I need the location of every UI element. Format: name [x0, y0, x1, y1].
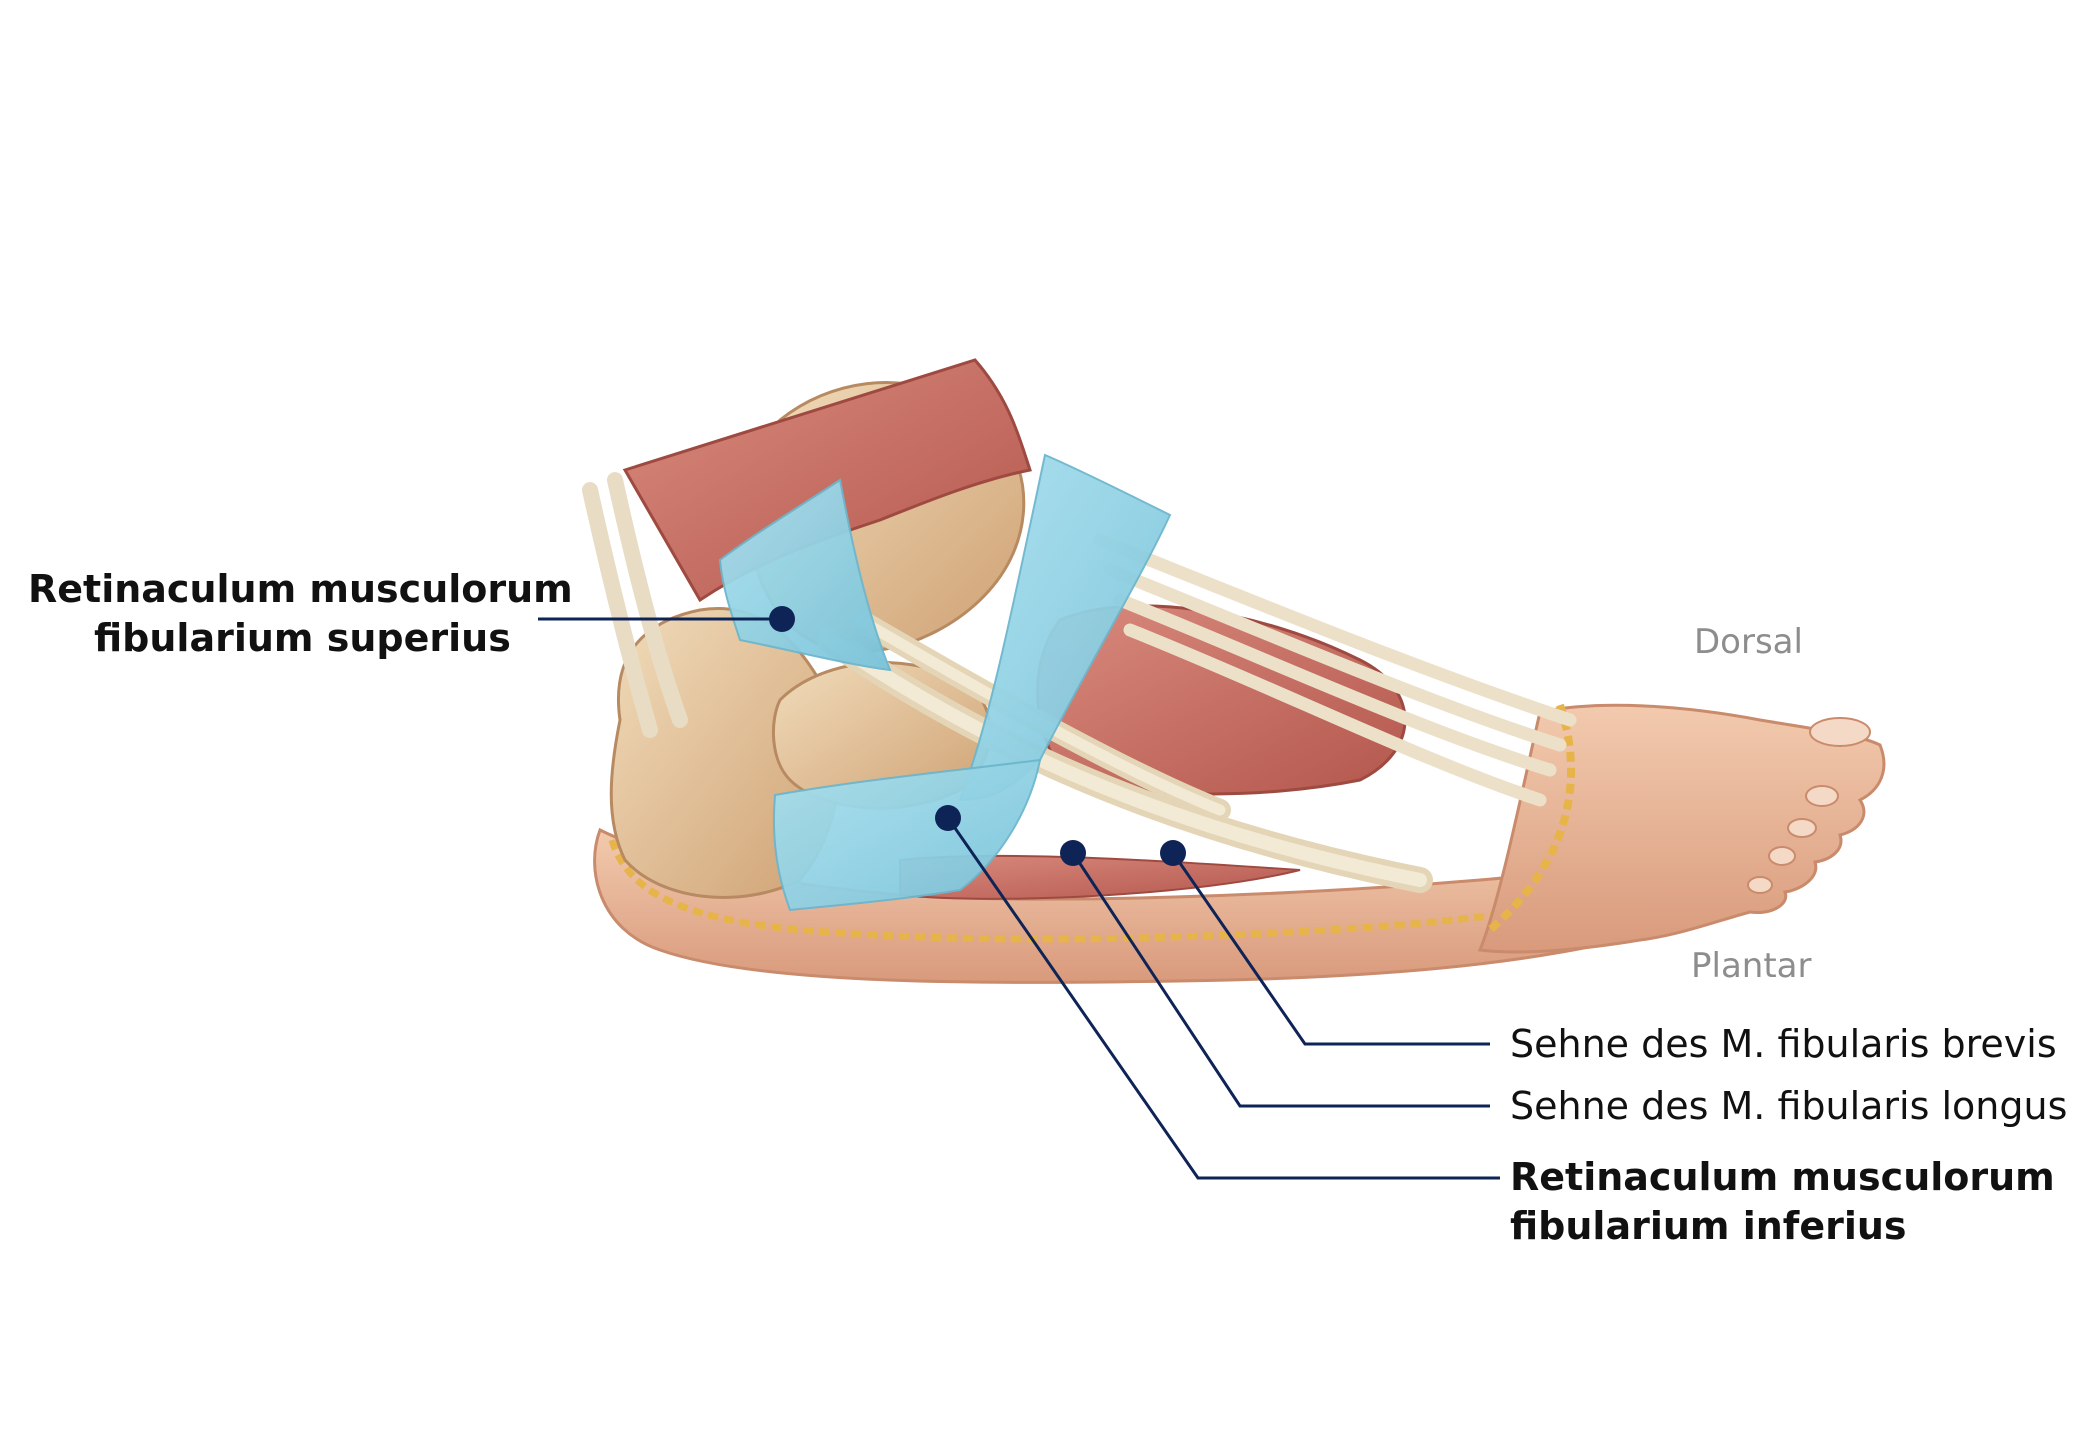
- dot-longus: [1060, 840, 1086, 866]
- leader-dots: [769, 606, 1186, 866]
- label-inferius-line1: Retinaculum musculorum: [1510, 1155, 2055, 1199]
- label-dorsal: Dorsal: [1694, 622, 1803, 662]
- sole-fat-line: [608, 838, 1681, 943]
- leader-longus: [1071, 852, 1490, 1108]
- leader-brevis: [1171, 852, 1490, 1046]
- label-retinaculum-inferius: Retinaculum musculorum fibularium inferi…: [1510, 1153, 2055, 1251]
- label-plantar: Plantar: [1691, 946, 1812, 986]
- label-retinaculum-superius: Retinaculum musculorum fibularium superi…: [28, 565, 573, 663]
- label-superius-line2: fibularium superius: [94, 616, 511, 660]
- label-superius-line1: Retinaculum musculorum: [28, 567, 573, 611]
- leader-inferius: [946, 817, 1500, 1180]
- plantar-muscle: [899, 854, 1301, 900]
- forefoot-border: [1487, 703, 1576, 934]
- superior-retinaculum: [718, 478, 892, 672]
- leader-lines: [538, 617, 1500, 1180]
- label-inferius-line2: fibularium inferius: [1510, 1204, 1907, 1248]
- forefoot-skin: [1477, 703, 1886, 954]
- dot-inferius: [935, 805, 961, 831]
- extensor-tendons: [1093, 533, 1577, 807]
- label-tendon-longus: Sehne des M. fibularis longus: [1510, 1084, 2068, 1128]
- label-tendon-brevis: Sehne des M. fibularis brevis: [1510, 1022, 2057, 1066]
- inferior-retinaculum-lower: [772, 758, 1042, 912]
- dot-brevis: [1160, 840, 1186, 866]
- toenails: [1747, 717, 1871, 894]
- dot-superius: [769, 606, 795, 632]
